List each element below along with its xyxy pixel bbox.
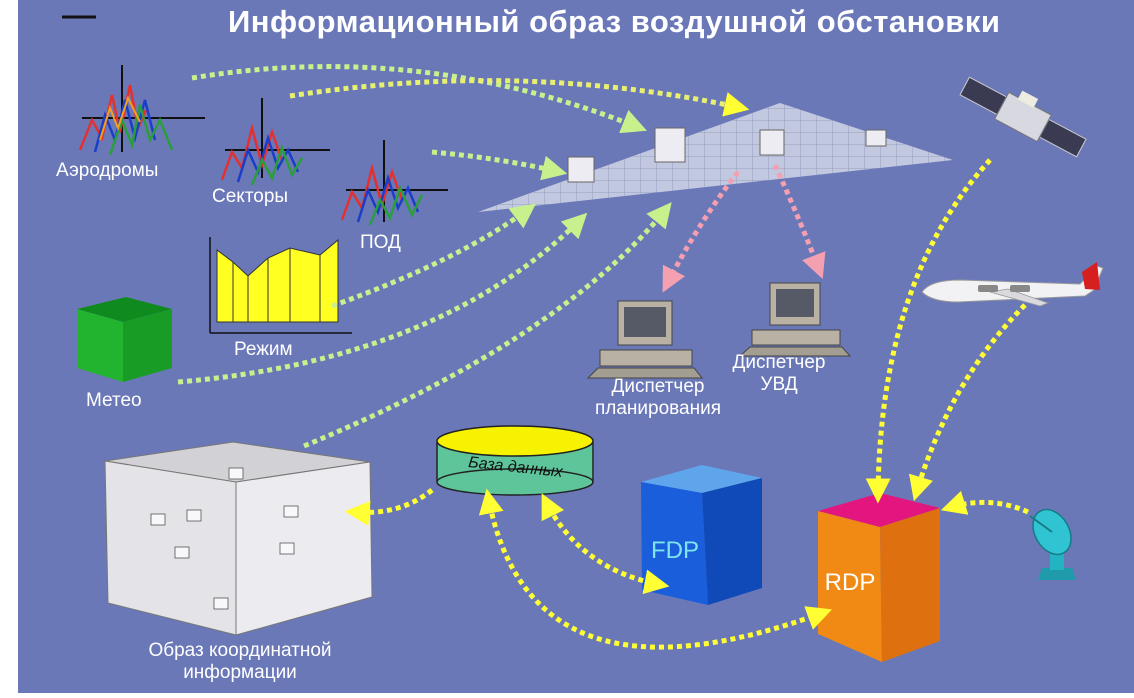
satellite-icon xyxy=(959,76,1087,158)
mode-chart-icon xyxy=(206,232,352,336)
planner-label-line1: Диспетчер xyxy=(611,376,705,397)
database-cylinder: База данных xyxy=(436,425,594,496)
sectors-chart-icon xyxy=(220,98,330,186)
sectors-label: Секторы xyxy=(212,186,289,207)
planner-label: Диспетчер планирования xyxy=(574,376,742,420)
grid-cube xyxy=(759,129,785,156)
radar-dish-icon xyxy=(1029,508,1076,580)
atc-computer-icon xyxy=(738,282,852,357)
rdp-label: RDP xyxy=(825,569,876,596)
mode-label: Режим xyxy=(234,339,293,360)
green-arrows xyxy=(177,64,672,449)
meteo-label: Метео xyxy=(86,390,142,411)
atc-label-line2: УВД xyxy=(760,374,798,395)
fdp-label: FDP xyxy=(651,537,699,564)
yellow-arrows xyxy=(344,158,1030,650)
grid-cube xyxy=(865,129,887,147)
pod-label: ПОД xyxy=(360,232,401,253)
planner-computer-icon xyxy=(586,300,704,379)
pod-chart-icon xyxy=(340,140,448,226)
grid-cube xyxy=(654,127,686,163)
coordinate-info-label: Образ координатной информации xyxy=(110,640,370,684)
aerodromes-label: Аэродромы xyxy=(56,160,159,181)
airplane-icon xyxy=(921,262,1104,307)
airspace-grid xyxy=(478,103,953,212)
upper-arrows xyxy=(289,78,750,117)
coordinate-info-label-line1: Образ координатной xyxy=(148,640,332,661)
grid-cube xyxy=(567,156,595,183)
aerodromes-chart-icon xyxy=(78,65,205,156)
rdp-server: RDP xyxy=(818,493,940,662)
coordinate-info-cube xyxy=(104,441,373,636)
atc-label-line1: Диспетчер xyxy=(732,352,826,373)
meteo-box-icon xyxy=(77,297,172,382)
planner-label-line2: планирования xyxy=(594,398,722,419)
coordinate-info-label-line2: информации xyxy=(183,662,297,683)
pink-arrows xyxy=(662,163,826,293)
atc-label: Диспетчер УВД xyxy=(724,352,834,396)
page-title: Информационный образ воздушной обстановк… xyxy=(228,4,1001,39)
